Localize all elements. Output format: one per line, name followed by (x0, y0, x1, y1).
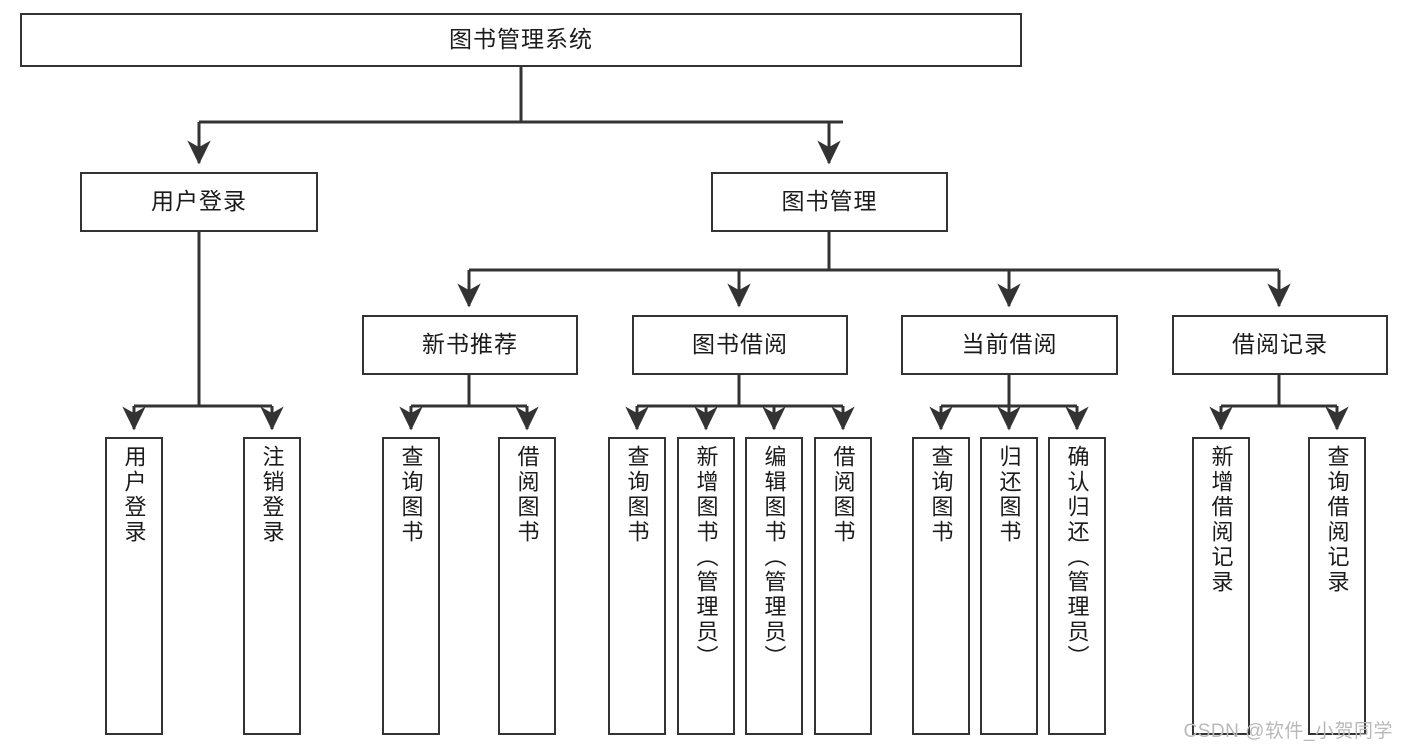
leaf-book-borrow-add-book-admin[interactable]: 新增图书（管理员） (677, 437, 735, 735)
node-label: 图书管理系统 (449, 26, 593, 53)
leaf-borrow-record-add-record[interactable]: 新增借阅记录 (1192, 437, 1250, 735)
node-label: 新增借阅记录 (1208, 445, 1234, 595)
leaf-borrow-record-query-record[interactable]: 查询借阅记录 (1308, 437, 1366, 735)
leaf-new-book-query-book[interactable]: 查询图书 (382, 437, 440, 735)
node-label: 确认归还（管理员） (1064, 445, 1090, 670)
leaf-user-login-login[interactable]: 用户登录 (105, 437, 163, 735)
node-label: 编辑图书（管理员） (761, 445, 787, 670)
node-label: 查询图书 (624, 445, 650, 545)
node-label: 图书管理 (781, 188, 878, 215)
watermark: CSDN @软件_小贺同学 (1183, 721, 1393, 742)
leaf-current-borrow-query-book[interactable]: 查询图书 (912, 437, 970, 735)
node-book-borrowing[interactable]: 图书借阅 (632, 315, 848, 375)
leaf-current-borrow-return-book[interactable]: 归还图书 (980, 437, 1038, 735)
node-label: 图书借阅 (692, 331, 788, 358)
leaf-current-borrow-confirm-return-admin[interactable]: 确认归还（管理员） (1048, 437, 1106, 735)
node-label: 归还图书 (996, 445, 1022, 545)
node-label: 查询图书 (928, 445, 954, 545)
node-new-book-recommendation[interactable]: 新书推荐 (362, 315, 578, 375)
node-borrowing-record[interactable]: 借阅记录 (1172, 315, 1388, 375)
leaf-user-login-logout[interactable]: 注销登录 (243, 437, 301, 735)
node-label: 注销登录 (259, 445, 285, 545)
node-label: 当前借阅 (961, 331, 1058, 358)
node-label: 查询图书 (398, 445, 424, 545)
node-label: 用户登录 (151, 188, 247, 215)
node-label: 用户登录 (121, 445, 147, 545)
node-label: 新增图书（管理员） (693, 445, 719, 670)
node-label: 借阅图书 (830, 445, 856, 545)
leaf-book-borrow-borrow-book[interactable]: 借阅图书 (814, 437, 872, 735)
node-label: 新书推荐 (422, 331, 518, 358)
node-label: 借阅记录 (1232, 331, 1328, 358)
node-book-management[interactable]: 图书管理 (711, 172, 948, 232)
node-current-borrowing[interactable]: 当前借阅 (901, 315, 1118, 375)
node-root-book-management-system[interactable]: 图书管理系统 (20, 13, 1022, 67)
node-label: 借阅图书 (514, 445, 540, 545)
leaf-new-book-borrow-book[interactable]: 借阅图书 (498, 437, 556, 735)
leaf-book-borrow-edit-book-admin[interactable]: 编辑图书（管理员） (745, 437, 803, 735)
node-user-login[interactable]: 用户登录 (80, 172, 318, 232)
leaf-book-borrow-query-book[interactable]: 查询图书 (608, 437, 666, 735)
node-label: 查询借阅记录 (1324, 445, 1350, 595)
